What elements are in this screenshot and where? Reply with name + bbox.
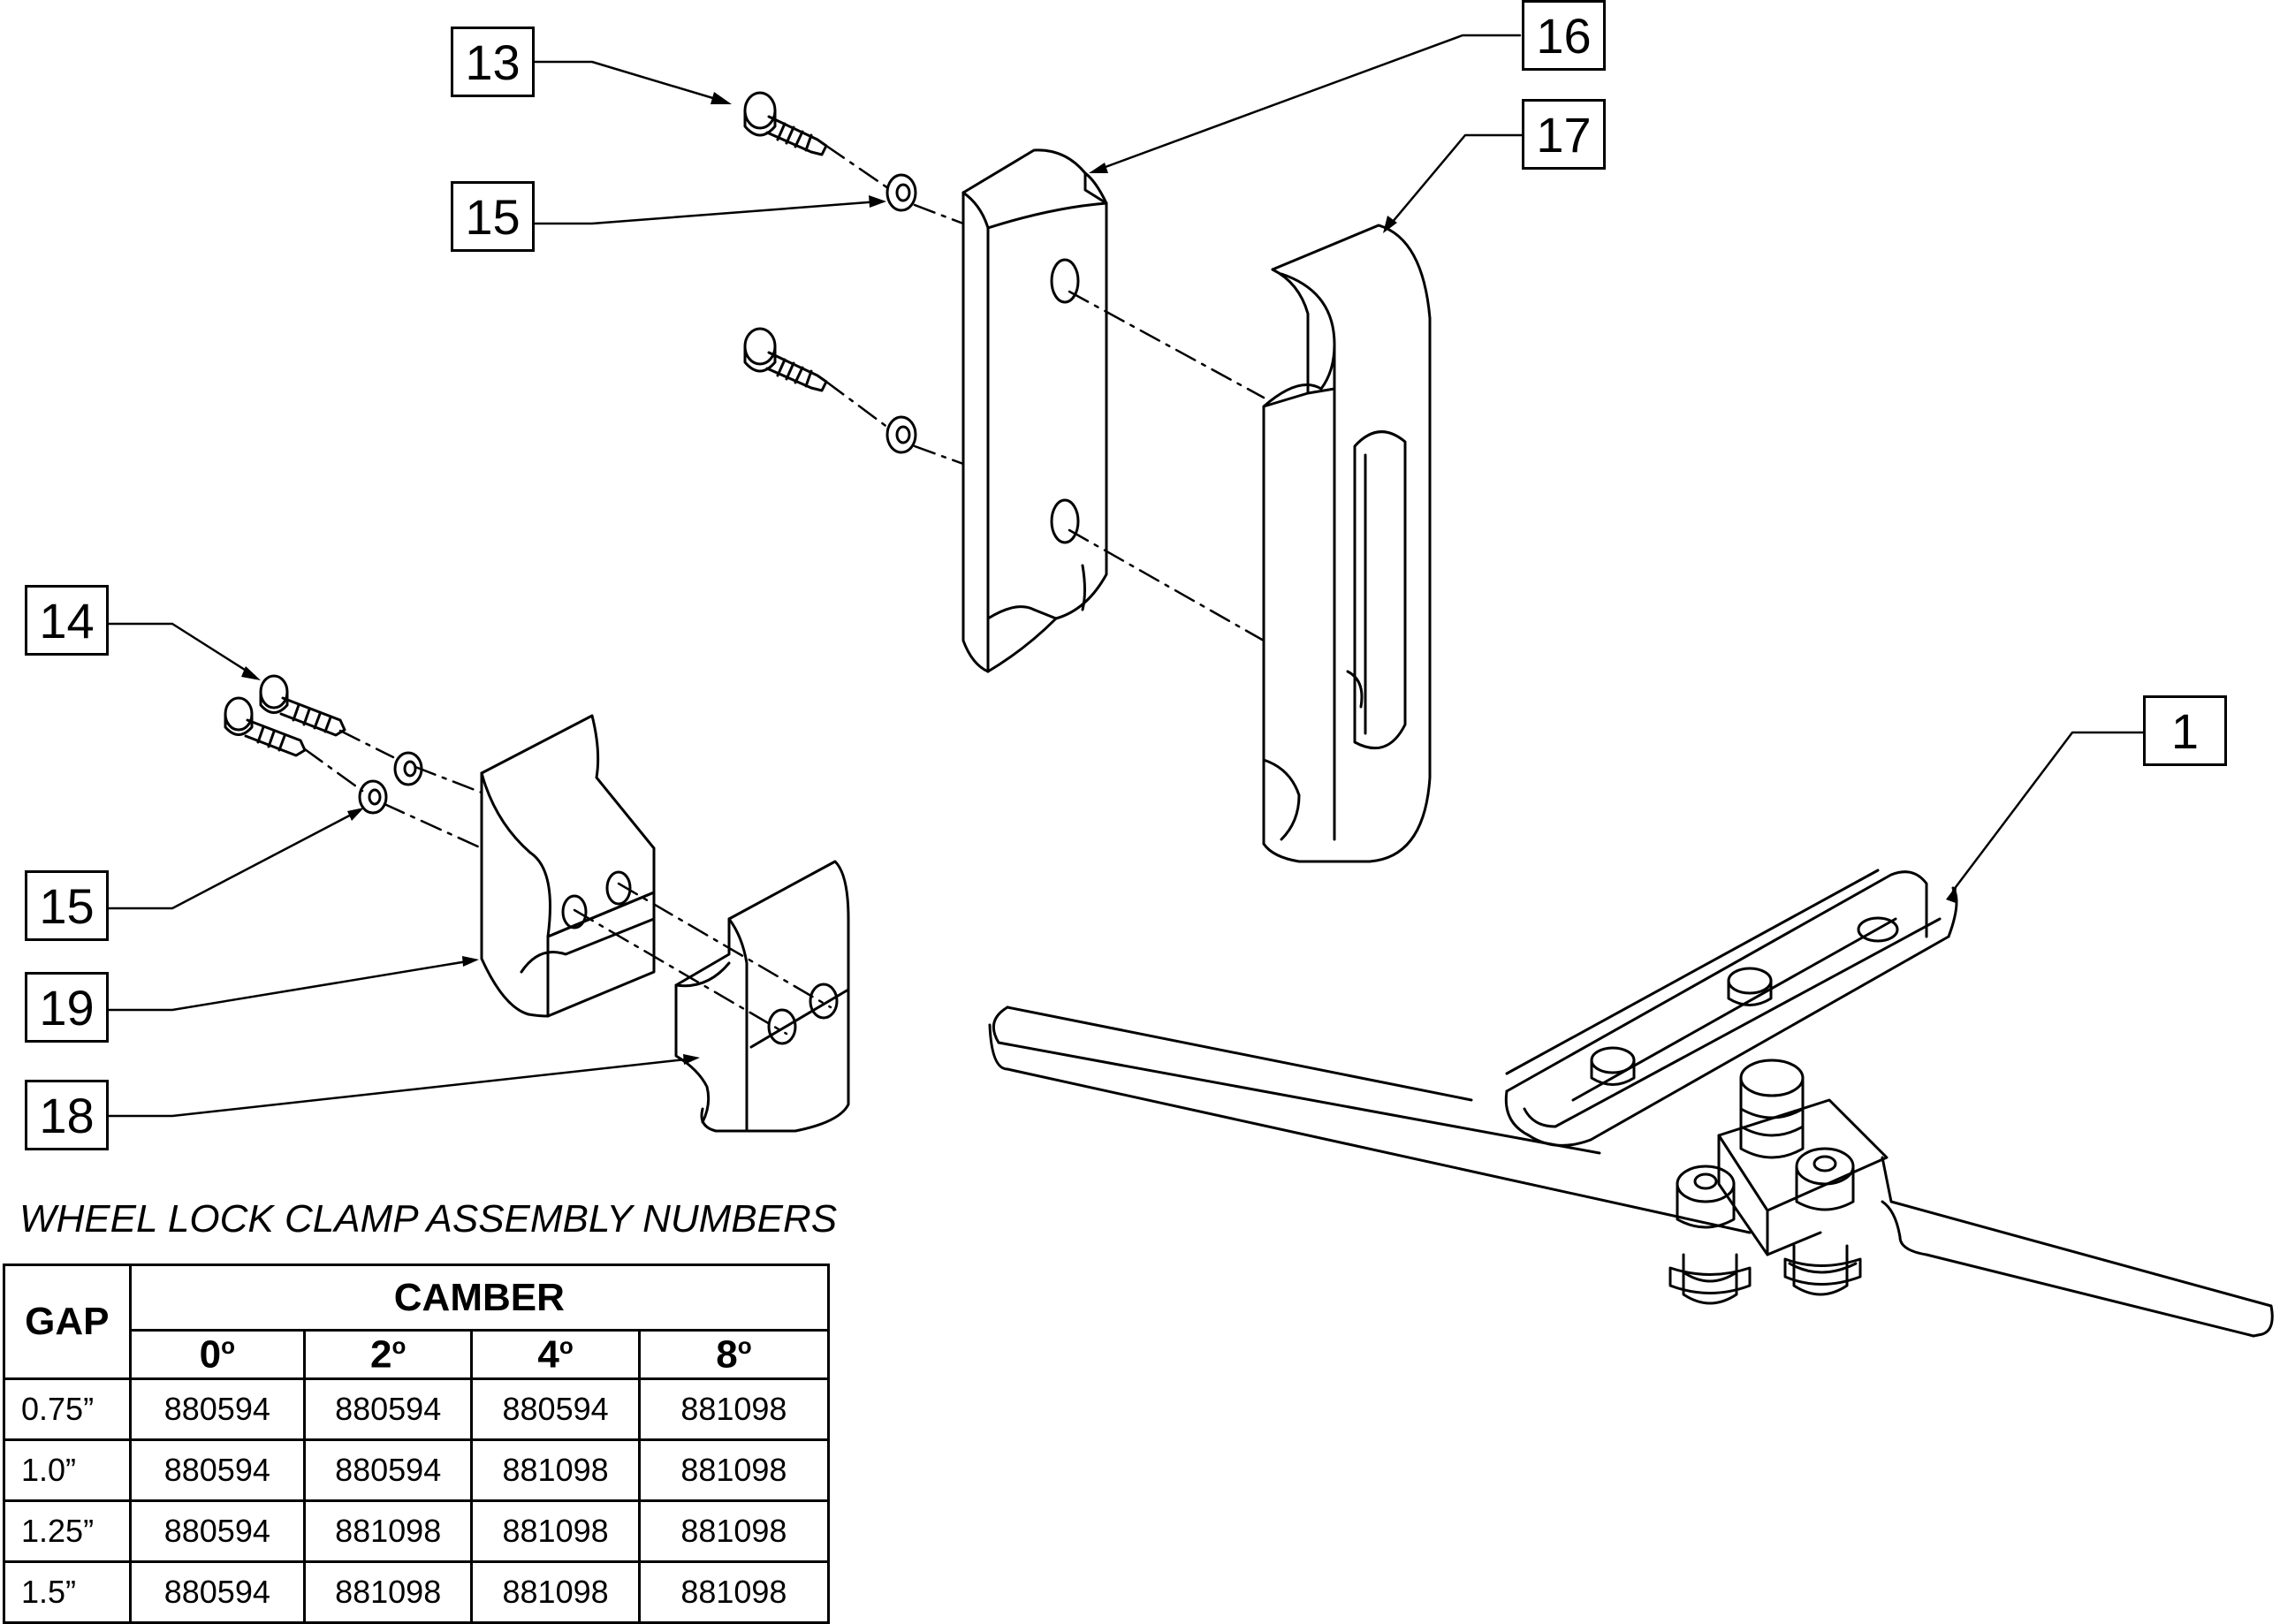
gap-cell: 1.0” (3, 1438, 132, 1502)
camber-header: CAMBER (128, 1264, 831, 1332)
leader-13 (533, 60, 726, 103)
arrow-19 (462, 956, 479, 967)
degree-sign: o (559, 1332, 574, 1359)
callout-16: 16 (1522, 0, 1606, 71)
arrow-13 (711, 92, 732, 104)
table-cell: 880594 (128, 1377, 306, 1441)
washer-15-left-lower (358, 779, 388, 815)
washer-15-upper (885, 173, 917, 212)
table-cell: 881098 (302, 1499, 474, 1563)
clamp-slotted-17 (1262, 224, 1432, 863)
leader-18 (106, 1057, 695, 1118)
camber-col-4: 4o (470, 1329, 641, 1380)
nut-stack-center (1739, 1059, 1805, 1159)
washer-15-mid (885, 415, 917, 454)
assembly-numbers-table: GAP CAMBER 0o 2o 4o 8o 0.75” 880594 8805… (3, 1264, 831, 1624)
arrow-15-top (869, 195, 886, 208)
callout-17: 17 (1522, 99, 1606, 170)
table-cell: 880594 (302, 1377, 474, 1441)
degree-sign: o (391, 1332, 407, 1359)
camber-col-0: 0o (128, 1329, 306, 1380)
leader-17 (1386, 133, 1524, 230)
table-cell: 880594 (128, 1438, 306, 1502)
clamp-plate-16 (961, 148, 1108, 673)
assembly-lines (303, 144, 1265, 1036)
table-cell: 880594 (128, 1560, 306, 1624)
leader-1 (1951, 731, 2145, 892)
gap-header: GAP (3, 1264, 132, 1380)
table-cell: 881098 (637, 1499, 831, 1563)
leader-14 (106, 622, 256, 678)
table-row: 1.5” 880594 881098 881098 881098 (3, 1560, 831, 1624)
screw-13-lower (743, 327, 828, 392)
callout-14: 14 (25, 585, 109, 656)
washer-15-left-upper (393, 751, 423, 786)
table-cell: 881098 (470, 1560, 641, 1624)
callout-13: 13 (451, 27, 535, 97)
callout-1: 1 (2143, 695, 2227, 766)
gap-cell: 1.5” (3, 1560, 132, 1624)
arrow-14 (241, 666, 261, 680)
arrow-16 (1089, 163, 1108, 173)
callout-15-top: 15 (451, 181, 535, 252)
lever-mount-1 (988, 869, 2274, 1338)
table-cell: 881098 (637, 1560, 831, 1624)
callout-15-bottom: 15 (25, 870, 109, 941)
screw-13-upper (743, 91, 828, 156)
table-row: 0.75” 880594 880594 880594 881098 (3, 1377, 831, 1441)
leader-16 (1094, 34, 1522, 172)
arrow-15-bottom (347, 808, 364, 821)
table-cell: 880594 (128, 1499, 306, 1563)
table-cell: 881098 (470, 1438, 641, 1502)
table-cell: 881098 (637, 1377, 831, 1441)
table-cell: 880594 (302, 1438, 474, 1502)
nut-stack-right (1783, 1147, 1862, 1296)
degree-sign: o (221, 1332, 235, 1359)
table-title: WHEEL LOCK CLAMP ASSEMBLY NUMBERS (19, 1197, 838, 1241)
leader-19 (106, 959, 475, 1012)
callout-18: 18 (25, 1080, 109, 1150)
table-row: 1.25” 880594 881098 881098 881098 (3, 1499, 831, 1563)
gap-cell: 1.25” (3, 1499, 132, 1563)
table-cell: 881098 (302, 1560, 474, 1624)
leader-lines (106, 34, 2145, 1118)
leader-15-bottom (106, 809, 360, 910)
leader-15-top (533, 200, 881, 225)
clamp-half-18 (674, 860, 850, 1133)
camber-col-8: 8o (637, 1329, 831, 1380)
callout-19: 19 (25, 972, 109, 1043)
clamp-half-19 (480, 714, 656, 1018)
table-row: 1.0” 880594 880594 881098 881098 (3, 1438, 831, 1502)
screw-14-lower (224, 696, 307, 757)
nut-stack-left (1668, 1165, 1752, 1305)
degree-sign: o (737, 1332, 752, 1359)
table-cell: 880594 (470, 1377, 641, 1441)
table-cell: 881098 (470, 1499, 641, 1563)
camber-col-2: 2o (302, 1329, 474, 1380)
gap-cell: 0.75” (3, 1377, 132, 1441)
table-cell: 881098 (637, 1438, 831, 1502)
screw-14-upper (259, 674, 346, 737)
